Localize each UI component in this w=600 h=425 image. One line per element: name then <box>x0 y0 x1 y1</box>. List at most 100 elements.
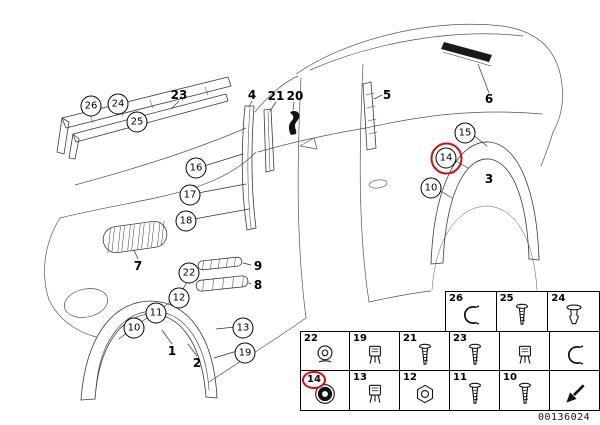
grille-part <box>102 220 168 254</box>
part-callout-25[interactable]: 25 <box>126 111 148 133</box>
part-callout-19[interactable]: 19 <box>234 342 256 364</box>
part-callout-number: 3 <box>484 172 494 186</box>
legend-cell-number: 19 <box>353 333 367 344</box>
legend-cell-11[interactable]: 11 <box>450 371 500 411</box>
screw-icon <box>462 381 488 407</box>
part-callout-16[interactable]: 16 <box>185 157 207 179</box>
part-callout-3[interactable]: 3 <box>485 173 493 185</box>
part-callout-11[interactable]: 11 <box>145 302 167 324</box>
legend-cell-number: 21 <box>403 333 417 344</box>
part-callout-15[interactable]: 15 <box>454 122 476 144</box>
part-callout-number: 19 <box>234 342 256 364</box>
legend-cell-13[interactable]: 13 <box>350 371 400 411</box>
legend-cell-24[interactable]: 24 <box>548 291 600 331</box>
part-callout-24[interactable]: 24 <box>107 93 129 115</box>
part-callout-13[interactable]: 13 <box>232 317 254 339</box>
part-callout-number: 2 <box>192 356 202 370</box>
screw-icon <box>509 302 535 328</box>
legend-cell-14[interactable]: 14 <box>300 371 350 411</box>
part-callout-6[interactable]: 6 <box>485 93 493 105</box>
legend-cell-number: 24 <box>551 293 566 304</box>
cap-nut-icon <box>312 342 338 368</box>
legend-cell-number: 13 <box>353 372 367 383</box>
legend-cell-number: 22 <box>304 333 318 344</box>
legend-cell-21[interactable]: 21 <box>400 331 450 371</box>
part-callout-17[interactable]: 17 <box>179 184 201 206</box>
part-callout-number: 9 <box>253 259 263 273</box>
part-callout-18[interactable]: 18 <box>175 210 197 232</box>
legend-cell-19[interactable]: 19 <box>350 331 400 371</box>
legend-cell-number: 26 <box>449 293 463 304</box>
part-callout-number: 8 <box>253 278 263 292</box>
spring-clip-icon <box>562 342 588 368</box>
legend-cell-26[interactable]: 26 <box>445 291 497 331</box>
clip-icon <box>362 342 388 368</box>
fastener-legend-top-row: 26 25 24 <box>445 291 600 331</box>
spring-clip-icon <box>458 302 484 328</box>
part-callout-20[interactable]: 20 <box>287 90 304 102</box>
part-callout-number: 10 <box>123 317 145 339</box>
part-callout-number: 24 <box>107 93 129 115</box>
part-callout-number: 22 <box>178 262 200 284</box>
legend-cell-10[interactable]: 10 <box>500 371 550 411</box>
part-callout-21[interactable]: 21 <box>268 90 285 102</box>
a-pillar-trim-parts <box>241 105 300 231</box>
part-callout-22[interactable]: 22 <box>178 262 200 284</box>
legend-cell[interactable] <box>550 331 600 371</box>
part-callout-number: 6 <box>484 92 494 106</box>
screw-icon <box>462 342 488 368</box>
part-callout-4[interactable]: 4 <box>248 89 256 101</box>
part-callout-26[interactable]: 26 <box>80 95 102 117</box>
part-callout-number: 13 <box>232 317 254 339</box>
part-callout-number: 14 <box>435 147 457 169</box>
part-callout-number: 11 <box>145 302 167 324</box>
door-window-trim-part <box>362 81 378 151</box>
part-callout-number: 10 <box>420 177 442 199</box>
part-callout-7[interactable]: 7 <box>134 260 142 272</box>
rivet-icon <box>561 302 587 328</box>
hook-clip-part-20 <box>288 110 300 135</box>
part-callout-5[interactable]: 5 <box>383 89 391 101</box>
rear-wheel-arch-trim-part <box>430 141 540 265</box>
screw-icon <box>512 381 538 407</box>
screw-icon <box>412 342 438 368</box>
part-callout-number: 20 <box>286 89 304 103</box>
part-callout-12[interactable]: 12 <box>168 287 190 309</box>
part-callout-number: 17 <box>179 184 201 206</box>
clip-icon <box>362 381 388 407</box>
part-callout-8[interactable]: 8 <box>254 279 262 291</box>
legend-cell[interactable] <box>550 371 600 411</box>
part-callout-number: 25 <box>126 111 148 133</box>
part-callout-1[interactable]: 1 <box>168 345 176 357</box>
doc-number: 00136024 <box>538 412 591 423</box>
part-callout-number: 16 <box>185 157 207 179</box>
part-callout-14[interactable]: 14 <box>435 147 457 169</box>
legend-cell[interactable] <box>500 331 550 371</box>
legend-cell-number: 23 <box>453 333 467 344</box>
legend-cell-number: 11 <box>453 372 467 383</box>
part-callout-9[interactable]: 9 <box>254 260 262 272</box>
part-callout-23[interactable]: 23 <box>171 89 188 101</box>
part-callout-number: 15 <box>454 122 476 144</box>
part-callout-10[interactable]: 10 <box>420 177 442 199</box>
legend-cell-23[interactable]: 23 <box>450 331 500 371</box>
arrow-icon <box>562 381 588 407</box>
legend-cell-number: 10 <box>503 372 517 383</box>
part-callout-number: 23 <box>170 88 188 102</box>
part-callout-10[interactable]: 10 <box>123 317 145 339</box>
fastener-legend: 22 19 21 23 14 13 12 11 10 <box>300 331 600 411</box>
part-callout-number: 12 <box>168 287 190 309</box>
legend-row: 14 13 12 11 10 <box>300 371 600 411</box>
leader-lines <box>118 63 490 359</box>
legend-cell-22[interactable]: 22 <box>300 331 350 371</box>
part-callout-number: 4 <box>247 88 257 102</box>
legend-cell-12[interactable]: 12 <box>400 371 450 411</box>
part-callout-2[interactable]: 2 <box>193 357 201 369</box>
part-callout-number: 7 <box>133 259 143 273</box>
legend-cell-25[interactable]: 25 <box>496 291 549 331</box>
legend-cell-number: 14 <box>302 371 326 389</box>
nut-icon <box>412 381 438 407</box>
roof-pillar-trim-part <box>441 42 492 67</box>
